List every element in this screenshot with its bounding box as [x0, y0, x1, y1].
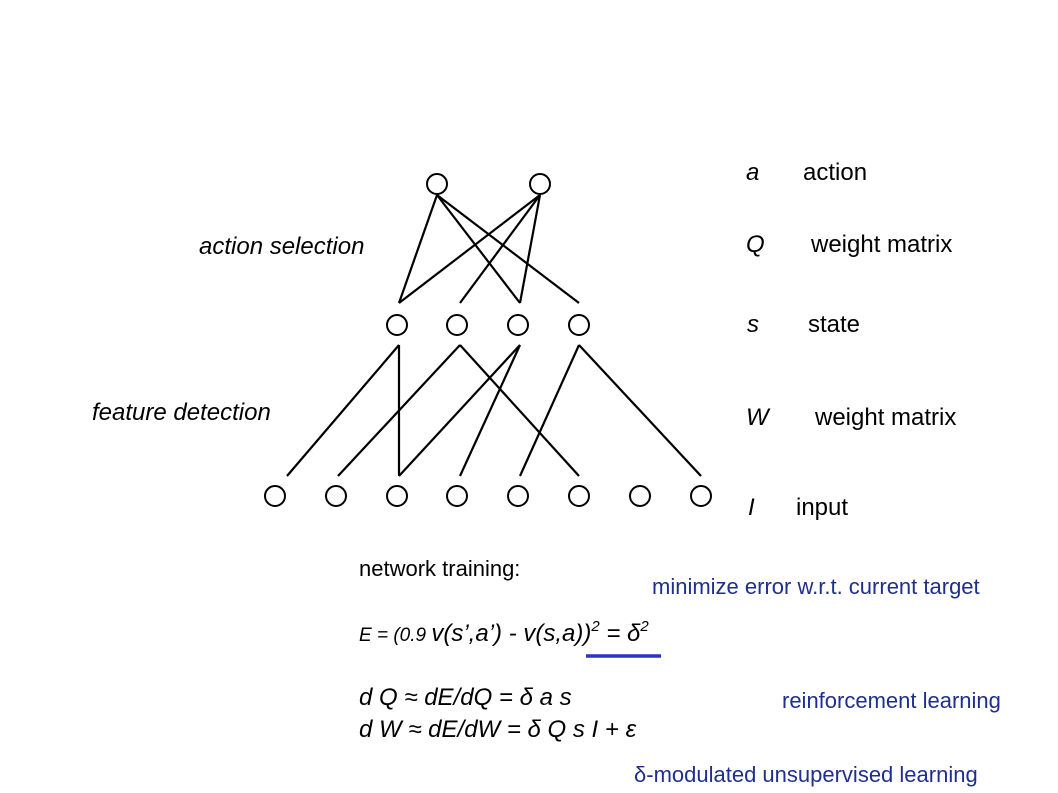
legend-desc-w: weight matrix	[815, 404, 957, 431]
training-heading: network training:	[359, 556, 521, 581]
legend-symbol-w: W	[746, 404, 769, 431]
input-node	[507, 485, 529, 507]
dq-equation: d Q ≈ dE/dQ = δ a s	[359, 684, 572, 711]
connection-line	[337, 344, 461, 477]
error-equation: E = (0.9 v(s’,a’) - v(s,a))2 = δ2	[359, 618, 649, 648]
action-node	[426, 173, 448, 195]
legend-desc-state: state	[808, 311, 861, 338]
legend-symbol-a: a	[746, 159, 760, 186]
connection-line	[518, 194, 542, 304]
state-node	[446, 314, 468, 336]
error-eq-prefix: E = (0.9	[359, 625, 432, 646]
action-selection-label: action selection	[199, 233, 365, 260]
connections	[286, 194, 702, 477]
connection-line	[518, 344, 581, 477]
connection-line	[397, 194, 439, 304]
connection-line	[436, 194, 580, 304]
connection-line	[436, 194, 521, 304]
legend-symbol-i: I	[748, 494, 755, 521]
connection-line	[286, 344, 400, 477]
note-reinforcement: reinforcement learning	[782, 688, 1001, 713]
state-node	[507, 314, 529, 336]
legend-desc-input: input	[796, 494, 849, 521]
action-node	[529, 173, 551, 195]
legend-symbol-s: s	[747, 311, 759, 338]
feature-detection-label: feature detection	[92, 399, 271, 426]
state-node	[568, 314, 590, 336]
error-eq-main: v(s’,a’) - v(s,a))	[431, 620, 592, 647]
connection-line	[578, 344, 702, 477]
legend-desc-action: action	[803, 159, 868, 186]
input-node	[264, 485, 286, 507]
connection-line	[459, 344, 580, 477]
error-eq-equals: = δ	[599, 620, 641, 647]
connection-line	[458, 344, 522, 477]
connection-line	[398, 344, 521, 477]
legend-desc-q: weight matrix	[811, 231, 953, 258]
note-minimize: minimize error w.r.t. current target	[652, 574, 980, 599]
input-node	[690, 485, 712, 507]
input-node	[568, 485, 590, 507]
input-node	[325, 485, 347, 507]
error-eq-exp: 2	[591, 618, 600, 635]
connection-line	[398, 194, 541, 304]
connection-line	[459, 194, 541, 304]
error-eq-exp2: 2	[640, 618, 649, 635]
dw-equation: d W ≈ dE/dW = δ Q s I + ε	[359, 716, 637, 743]
input-node	[386, 485, 408, 507]
note-unsupervised: δ-modulated unsupervised learning	[634, 762, 978, 787]
legend-symbol-q: Q	[746, 231, 765, 258]
input-node	[446, 485, 468, 507]
input-node	[629, 485, 651, 507]
state-node	[386, 314, 408, 336]
nodes	[264, 173, 712, 507]
